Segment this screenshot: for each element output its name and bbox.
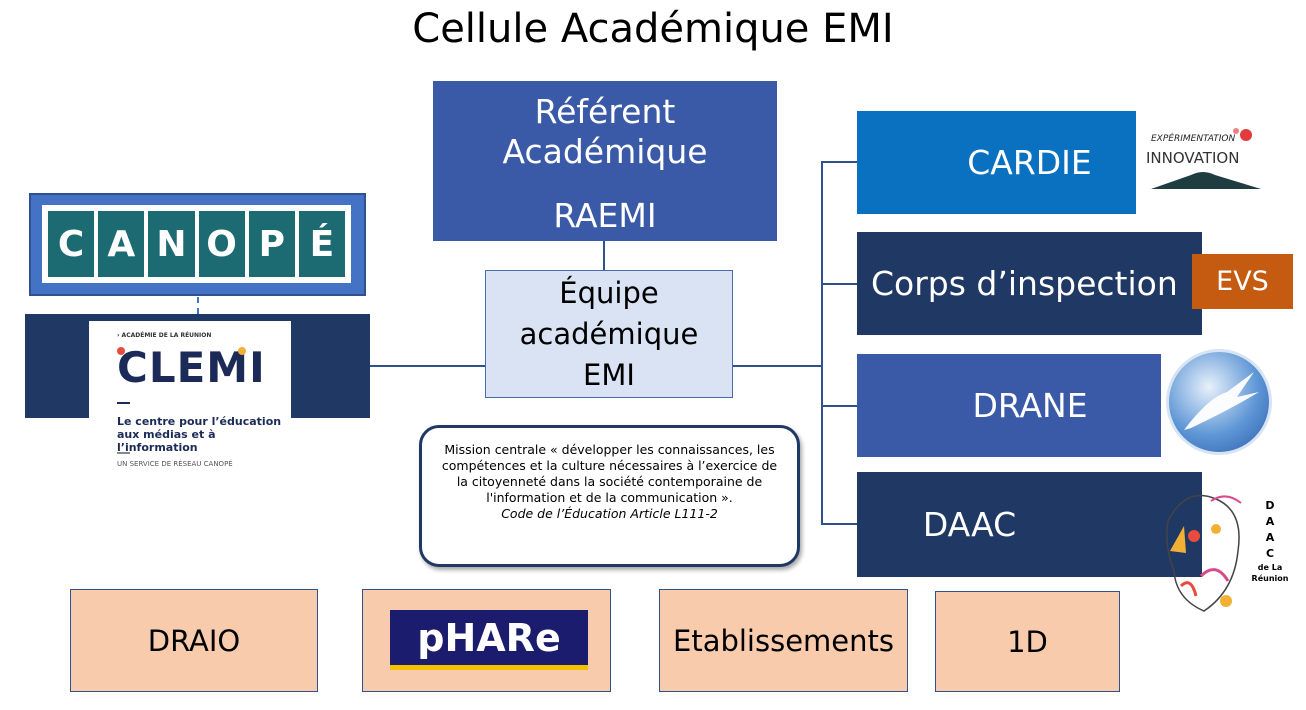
clemi-academie: › ACADÉMIE DE LA RÉUNION bbox=[117, 332, 212, 339]
mission-text-2: compétences et la culture nécessaires à … bbox=[441, 458, 778, 473]
referent-line3: RAEMI bbox=[553, 196, 657, 235]
clemi-service: UN SERVICE DE RÉSEAU CANOPÉ bbox=[117, 460, 233, 468]
innovation-logo-top: EXPÉRIMENTATION bbox=[1151, 132, 1235, 144]
clemi-logo bbox=[89, 321, 291, 473]
clemi-accent bbox=[238, 347, 246, 355]
canope-letter: P bbox=[248, 211, 295, 277]
referent-line1: Référent bbox=[534, 92, 676, 131]
daac-sub1: de La bbox=[1257, 563, 1283, 572]
connector-left bbox=[370, 365, 485, 367]
clemi-tagline: Le centre pour l’éducation aux médias et… bbox=[117, 415, 287, 454]
evs-box: EVS bbox=[1192, 254, 1293, 309]
connector-daac bbox=[821, 523, 857, 525]
mission-text-1: Mission centrale « développer les connai… bbox=[444, 442, 775, 457]
clemi-tagline-2: aux médias et à l’information bbox=[117, 428, 216, 454]
daac-logo-letters: D A A C de La Réunion bbox=[1250, 498, 1290, 584]
connector-right-trunk bbox=[821, 161, 823, 524]
mission-citation: Code de l’Éducation Article L111-2 bbox=[501, 506, 718, 521]
daac-sub2: Réunion bbox=[1251, 574, 1289, 583]
equipe-line2: académique bbox=[519, 316, 699, 351]
cardie-box: CARDIE bbox=[857, 111, 1136, 214]
clemi-divider bbox=[117, 402, 130, 404]
1d-box: 1D bbox=[935, 591, 1120, 692]
mission-callout: Mission centrale « développer les connai… bbox=[419, 425, 800, 567]
daac-letter: A bbox=[1265, 531, 1275, 544]
equipe-line1: Équipe bbox=[559, 275, 659, 310]
corps-inspection-box: Corps d’inspection bbox=[857, 232, 1202, 335]
connector-cardie bbox=[821, 161, 857, 163]
connector-drane bbox=[821, 405, 857, 407]
daac-logo bbox=[1156, 481, 1300, 623]
canope-logo-letters: C A N O P É bbox=[48, 211, 346, 277]
daac-letter: D bbox=[1265, 499, 1275, 512]
clemi-tagline-1: Le centre pour l’éducation bbox=[117, 415, 282, 428]
mission-text-3: la citoyenneté dans la société contempor… bbox=[456, 474, 763, 489]
canope-letter: É bbox=[298, 211, 346, 277]
canope-letter: C bbox=[48, 211, 95, 277]
phare-logo: pHARe bbox=[390, 610, 588, 670]
drane-box: DRANE bbox=[857, 354, 1161, 457]
innovation-logo: EXPÉRIMENTATION INNOVATION bbox=[1143, 125, 1267, 193]
clemi-divider-2 bbox=[117, 452, 130, 454]
draio-box: DRAIO bbox=[70, 589, 318, 692]
daac-letter: C bbox=[1265, 547, 1275, 560]
etablissements-box: Etablissements bbox=[659, 589, 908, 692]
equipe-box: Équipe académique EMI bbox=[485, 270, 733, 398]
connector-canope-clemi bbox=[197, 297, 199, 314]
canope-letter: O bbox=[198, 211, 245, 277]
referent-box: Référent Académique RAEMI bbox=[433, 81, 777, 241]
equipe-line3: EMI bbox=[583, 357, 635, 392]
daac-box: DAAC bbox=[857, 472, 1202, 577]
referent-line2: Académique bbox=[502, 132, 708, 171]
canope-letter: A bbox=[98, 211, 145, 277]
daac-letter: A bbox=[1265, 515, 1275, 528]
page-title: Cellule Académique EMI bbox=[412, 6, 894, 52]
drane-swallow-logo bbox=[1166, 349, 1272, 455]
connector-referent-equipe bbox=[603, 241, 605, 270]
mission-text-4: l'information et de la communication ». bbox=[486, 490, 733, 505]
connector-right bbox=[733, 365, 822, 367]
canope-letter: N bbox=[148, 211, 195, 277]
connector-corps bbox=[821, 283, 857, 285]
innovation-logo-main: INNOVATION bbox=[1146, 149, 1239, 167]
clemi-accent bbox=[117, 347, 125, 355]
